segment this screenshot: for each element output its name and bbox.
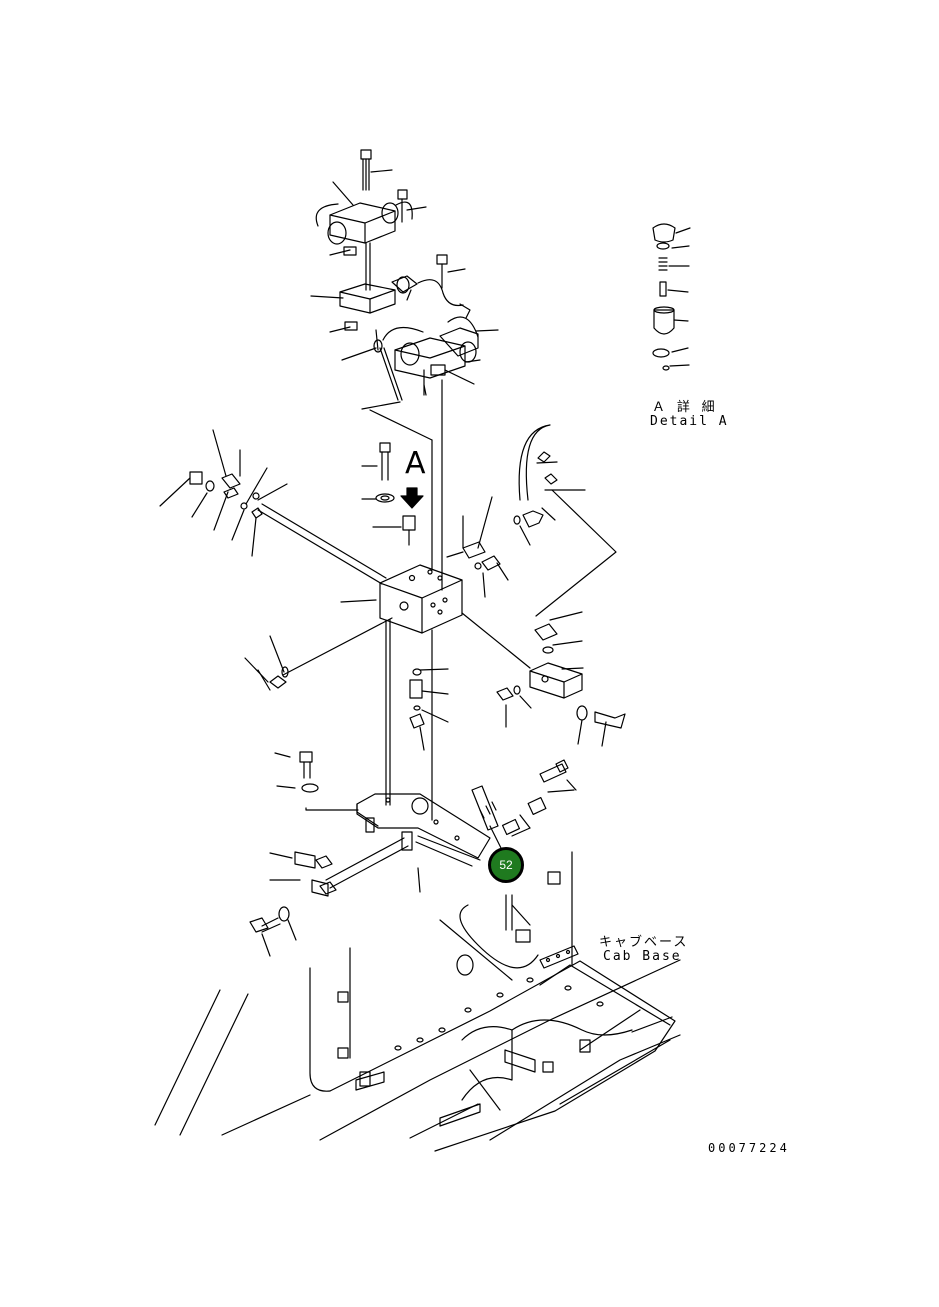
main-valve-block [159,429,509,821]
mounting-plate-assembly [249,751,577,957]
detail-a-label-jp: Ａ 詳 細 [652,400,717,415]
cab-base-frame [154,851,681,1152]
cab-base-label-jp: キャブベース [599,935,689,950]
cab-base-label-en: Cab Base [603,949,682,964]
leader-lines-upper [310,169,499,410]
part-callout-52[interactable]: 52 [488,847,524,883]
detail-a-label-en: Detail A [650,414,729,429]
part-callout-number: 52 [499,858,513,872]
hose-and-fitting-right [461,424,626,747]
detail-a-parts [652,223,691,371]
drawing-number: 00077224 [708,1141,790,1155]
view-marker-a: A [405,446,426,481]
solenoid-valve-assembly-upper [315,149,479,591]
